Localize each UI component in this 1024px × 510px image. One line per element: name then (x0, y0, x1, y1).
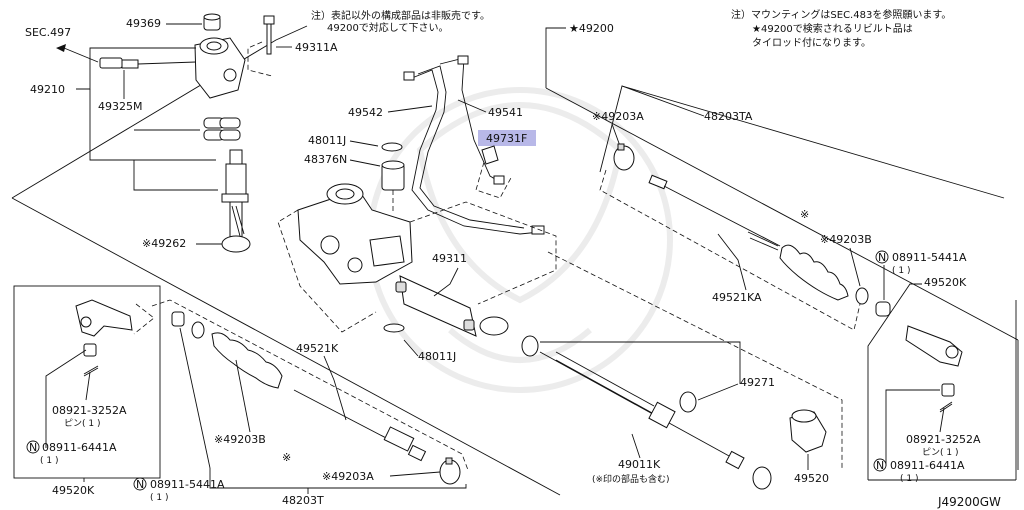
n-symbol-tie-left-icon (26, 440, 40, 454)
label-nut-tie-left-code: 08911-6441A (42, 441, 117, 454)
label-49203B-right: ※49203B (820, 233, 872, 246)
circle-n-symbol-right: N (878, 251, 886, 264)
label-nut-tie-left-qty: ( 1 ) (40, 456, 58, 466)
label-nut-left-code: 08911-5441A (150, 478, 225, 491)
label-pin-left-code: 08921-3252A (52, 404, 127, 417)
note-right-line1: 注）マウンティングはSEC.483を参照願います。 (731, 8, 951, 21)
nut-right-small-part (941, 383, 955, 397)
gear-housing-part (297, 183, 413, 285)
label-49731F: 49731F (486, 132, 527, 145)
label-48011J-top: 48011J (308, 134, 346, 147)
clamp-49731F-part (481, 145, 499, 165)
label-49271: 49271 (740, 376, 775, 389)
note-center-line1: 注）表記以外の構成部品は非販売です。 (311, 9, 490, 22)
valve-body-part (194, 37, 246, 99)
note-right-line2: ★49200で検索されるリビルト品は (752, 22, 913, 35)
label-48203T: 48203T (282, 494, 324, 507)
label-asterisk-bottom: ※ (282, 451, 291, 464)
label-49262: ※49262 (142, 237, 186, 250)
rack-seal-49271-right-part (679, 391, 772, 490)
label-pin-right-qty: ピン( 1 ) (922, 447, 958, 458)
tie-rod-end-right-part (905, 325, 963, 367)
n-symbol-right-icon (875, 250, 889, 264)
bolt-49311A-part (263, 15, 275, 55)
label-pin-right-code: 08921-3252A (906, 433, 981, 446)
label-49311A: 49311A (295, 41, 338, 54)
rack-tube-49311-part (395, 275, 509, 337)
n-symbol-tie-right-icon (873, 458, 887, 472)
diagram-id: J49200GW (937, 495, 1001, 509)
bracket-assy-right (545, 87, 1019, 341)
cotter-pin-left-part (83, 365, 99, 375)
label-pin-left-qty: ピン( 1 ) (64, 418, 100, 429)
label-49520K-right: 49520K (924, 276, 967, 289)
label-nut-left-qty: ( 1 ) (150, 493, 168, 503)
label-nut-right-qty: ( 1 ) (892, 266, 910, 276)
tie-rod-end-left-part (75, 299, 133, 337)
pipes-49541-49542-part (403, 55, 545, 235)
circle-n-tie-right: N (876, 459, 884, 472)
bushing-48376N-part (381, 160, 405, 191)
clamp-49203A-left-part (439, 457, 461, 485)
label-49520: 49520 (794, 472, 829, 485)
cotter-pin-right-part (939, 401, 953, 411)
cap-49369-part (203, 13, 221, 31)
label-49521K: 49521K (296, 342, 339, 355)
label-48011J-bottom: 48011J (418, 350, 456, 363)
inner-tie-rod-49521KA-part (648, 174, 781, 251)
label-49011K-note: (※印の部品も含む) (592, 473, 670, 485)
label-49203A-bottom: ※49203A (322, 470, 374, 483)
circle-n-tie-left: N (29, 441, 37, 454)
label-49203A-top: ※49203A (592, 110, 644, 123)
bracket-assy-bottom (11, 197, 561, 496)
n-symbol-left-icon (133, 477, 147, 491)
label-asterisk-mark: ※ (800, 208, 809, 221)
label-49311: 49311 (432, 252, 467, 265)
sec497-arrow-icon (56, 44, 66, 52)
label-nut-tie-right-code: 08911-6441A (890, 459, 965, 472)
circle-n-left: N (136, 478, 144, 491)
pipe-fitting-49325M-part (99, 57, 197, 69)
boot-49520-part (789, 409, 827, 453)
rack-seal-49271-left-part (521, 335, 539, 357)
label-49541: 49541 (488, 106, 523, 119)
inner-tie-rod-49521K-part (293, 389, 427, 462)
label-nut-tie-right-qty: ( 1 ) (900, 474, 918, 484)
label-49011K: 49011K (618, 458, 661, 471)
rack-49011K-part (539, 351, 745, 470)
nut-08911-5441A-right-part (875, 301, 891, 317)
nut-left-small-part (83, 343, 97, 357)
boot-49203B-right-part (779, 244, 849, 301)
label-49325M: 49325M (98, 100, 142, 113)
pinion-shaft-part (221, 149, 251, 253)
washer-48011J-top-part (381, 142, 403, 152)
leader-49200 (545, 27, 566, 88)
highlight-49731F (478, 130, 536, 146)
label-49542: 49542 (348, 106, 383, 119)
label-48376N: 48376N (304, 153, 347, 166)
boot-49203B-left-part (211, 332, 283, 389)
note-right-line3: タイロッド付になります。 (752, 36, 871, 49)
clamp-49203B-left-part (191, 321, 205, 339)
label-49369: 49369 (126, 17, 161, 30)
label-49200: ★49200 (569, 22, 614, 35)
clamp-49203A-top-part (613, 143, 635, 171)
note-center-line2: 49200で対応して下さい。 (327, 21, 449, 34)
label-49521KA: 49521KA (712, 291, 762, 304)
label-49210: 49210 (30, 83, 65, 96)
label-nut-right-code: 08911-5441A (892, 251, 967, 264)
label-sec497: SEC.497 (25, 26, 71, 39)
nut-08911-5441A-left-part (171, 311, 185, 327)
label-49520K-left: 49520K (52, 484, 95, 497)
left-tie-rod-end-box (13, 285, 161, 479)
washer-48011J-bottom-part (383, 323, 405, 333)
bracket-assy-left (11, 25, 308, 199)
seal-rings-part (203, 117, 241, 141)
label-49203B-bottom: ※49203B (214, 433, 266, 446)
clamp-49203B-right-part (855, 287, 869, 305)
